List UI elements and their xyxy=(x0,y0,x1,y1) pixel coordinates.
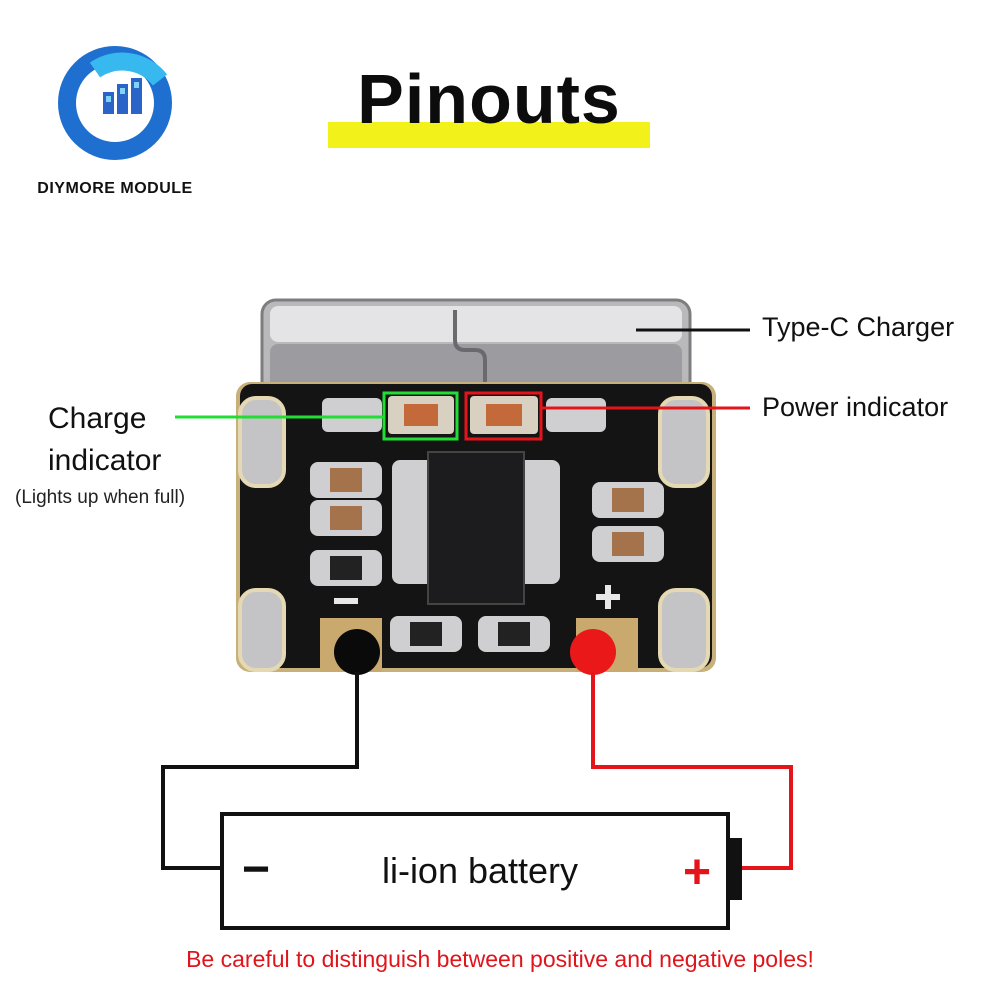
brand-name: DIYMORE MODULE xyxy=(37,180,193,197)
charge-indicator-label-line1: Charge xyxy=(48,402,147,435)
power-indicator-label: Power indicator xyxy=(762,392,949,422)
battery xyxy=(220,812,742,930)
positive-terminal-dot xyxy=(570,629,616,675)
title-highlight xyxy=(328,122,650,148)
battery-positive-sign: + xyxy=(683,846,711,899)
polarity-warning: Be careful to distinguish between positi… xyxy=(186,946,814,972)
charge-indicator-label-line2: indicator xyxy=(48,444,162,477)
charge-indicator-note: (Lights up when full) xyxy=(15,487,186,508)
diymore-logo-icon xyxy=(58,46,172,160)
type-c-label: Type-C Charger xyxy=(762,312,955,342)
battery-negative-sign: − xyxy=(242,843,270,896)
negative-wire xyxy=(161,672,359,870)
positive-wire xyxy=(591,672,793,870)
page-title: Pinouts xyxy=(357,60,621,138)
power-led-highlight xyxy=(464,391,543,441)
pcb-board xyxy=(236,382,716,672)
battery-label: li-ion battery xyxy=(381,850,579,891)
negative-terminal-dot xyxy=(334,629,380,675)
type-c-connector xyxy=(260,298,692,402)
